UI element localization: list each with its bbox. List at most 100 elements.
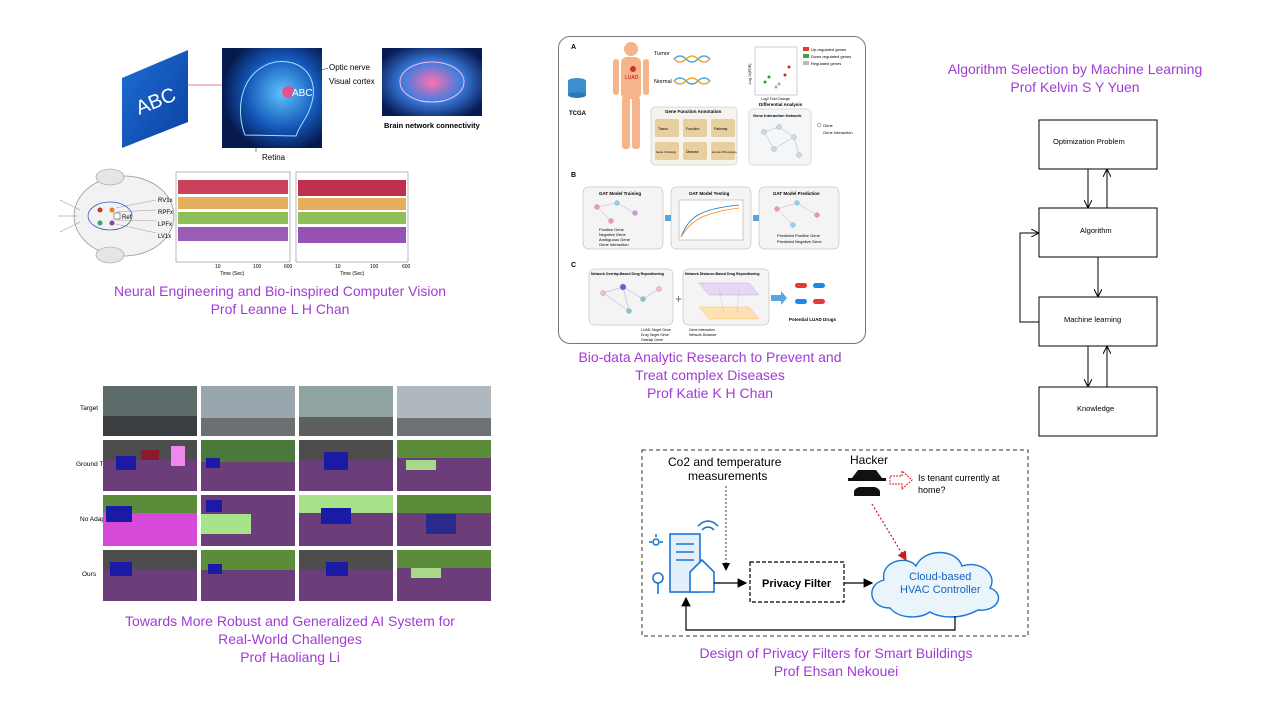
func-pathway: Pathway: [714, 127, 728, 131]
gat-training-title: GAT Model Training: [599, 191, 641, 196]
panel-b-label: B: [571, 172, 576, 179]
tumor-label: Tumor: [654, 51, 670, 57]
bio-caption: Bio-data Analytic Research to Prevent an…: [560, 348, 860, 402]
segmentation-grid: Target Ground Truth No Adapt Ours: [76, 386, 491, 601]
c-legend-luad: LUAD-Target Gene: [641, 328, 671, 332]
bio-figure: A TCGA LUAD Tumor Normal -Log 10(FDR): [568, 42, 853, 342]
tick-left-1: 10: [215, 264, 221, 270]
segmentation-caption: Towards More Robust and Generalized AI S…: [100, 612, 480, 666]
head-image: [222, 48, 322, 148]
hacker-icon: [848, 470, 886, 496]
cloud-controller: [871, 551, 1000, 618]
gene-network-title: Gene Interaction Network: [753, 113, 802, 118]
function-grid: [655, 119, 735, 160]
gat-training-box: [582, 186, 664, 250]
gene-network-box: [748, 108, 812, 166]
c-legend-drug: Drug Target Gene: [641, 333, 669, 337]
box-algorithm: [1038, 207, 1158, 258]
bio-caption-line1: Bio-data Analytic Research to Prevent an…: [578, 349, 842, 365]
neural-engineering-panel: ABC ABC Optic nerve Visual cortex Retina…: [50, 40, 490, 280]
ground-truth-row: [103, 440, 491, 491]
channel-label-4: LV1x: [158, 234, 171, 240]
normal-label: Normal: [654, 79, 672, 85]
privacy-caption-author: Prof Ehsan Nekouei: [773, 663, 899, 679]
cloud-label-line2: HVAC Controller: [900, 584, 981, 596]
train-legend-interaction: Gene Interaction: [599, 242, 629, 247]
distance-title: Network Distance-Based Drug Repositionin…: [685, 272, 759, 276]
segmentation-panel: Target Ground Truth No Adapt Ours: [66, 384, 496, 606]
human-body-icon: [613, 42, 649, 149]
log-fdr-label: -Log 10(FDR): [748, 64, 752, 85]
neural-caption: Neural Engineering and Bio-inspired Comp…: [90, 282, 470, 318]
row-label-no-adapt: No Adapt: [80, 516, 107, 523]
ref-label: Ref: [122, 215, 132, 221]
algorithm-title: Algorithm Selection by Machine Learning …: [920, 60, 1230, 96]
co2-label-line2: measurements: [688, 469, 767, 483]
svg-text:+: +: [675, 292, 682, 306]
gat-testing-title: GAT Model Testing: [689, 191, 730, 196]
algorithm-title-author: Prof Kelvin S Y Yuen: [1010, 79, 1140, 95]
pred-legend-negative: Predicted Negative Gene: [777, 239, 822, 244]
segmentation-caption-line1: Towards More Robust and Generalized AI S…: [125, 613, 455, 629]
no-adapt-row: [103, 495, 491, 546]
bio-caption-author: Prof Katie K H Chan: [646, 385, 774, 401]
abc-retina-text: ABC: [292, 88, 313, 99]
tick-right-2: 100: [370, 264, 379, 270]
visual-cortex-label: Visual cortex: [329, 77, 375, 86]
diff-analysis-label: Differential Analysis: [759, 102, 803, 107]
privacy-diagram: Co2 and temperature measurements Privacy…: [641, 449, 1029, 637]
gene-legend: Gene: [823, 123, 834, 128]
overlap-box: [588, 268, 674, 326]
potential-drugs-label: Potential LUAD Drugs: [789, 317, 836, 322]
hacker-label: Hacker: [850, 453, 888, 467]
legend-regulated: Regulated genes: [811, 61, 841, 66]
smart-building-icon: [649, 520, 719, 594]
row-label-target: Target: [80, 405, 98, 412]
box-optimization-label: Optimization Problem: [1053, 137, 1125, 146]
brain-image: [382, 48, 482, 116]
time-label-right: Time (Sec): [340, 271, 365, 277]
func-human-phenotype: Human Phenotype: [712, 150, 737, 154]
gat-prediction-box: [758, 186, 840, 250]
abc-sign: [122, 50, 188, 148]
mouse-diagram: Ref: [58, 168, 175, 264]
box-algorithm-label: Algorithm: [1080, 226, 1112, 235]
box-knowledge-label: Knowledge: [1077, 404, 1114, 413]
panel-a-label: A: [571, 44, 576, 51]
question-line2: home?: [918, 485, 946, 495]
privacy-caption-title: Design of Privacy Filters for Smart Buil…: [699, 645, 973, 661]
segmentation-caption-author: Prof Haoliang Li: [240, 649, 340, 665]
train-legend-negative: Negative Gene: [599, 232, 626, 237]
signal-traces: [178, 180, 406, 243]
ours-row: [103, 550, 491, 601]
func-gene-ontology: Gene Ontology: [656, 150, 677, 154]
box-machine-learning-label: Machine learning: [1064, 315, 1121, 324]
privacy-filter-box: [749, 561, 845, 603]
privacy-caption: Design of Privacy Filters for Smart Buil…: [660, 644, 1012, 680]
legend-down: Down-regulated genes: [811, 54, 851, 59]
privacy-frame: [641, 449, 1029, 637]
gene-interaction-legend: Gene Interaction: [823, 130, 853, 135]
tick-right-1: 10: [335, 264, 341, 270]
func-disease: Disease: [686, 150, 699, 154]
log-fold-label: Log2 Fold Change: [761, 97, 790, 101]
channel-label-1: RV1x: [158, 198, 173, 204]
tick-left-3: 600: [284, 264, 293, 270]
channel-label-3: LPFx: [158, 222, 172, 228]
func-tissue: Tissue: [658, 127, 668, 131]
train-legend-ambiguous: Ambiguous Gene: [599, 237, 631, 242]
row-label-ours: Ours: [82, 571, 97, 578]
target-row: [103, 386, 491, 436]
segmentation-caption-line2: Real-World Challenges: [218, 631, 362, 647]
tick-right-3: 600: [402, 264, 411, 270]
tcga-database-icon: [568, 78, 586, 98]
bio-panel: A TCGA LUAD Tumor Normal -Log 10(FDR): [558, 36, 866, 344]
tick-left-2: 100: [253, 264, 262, 270]
gene-function-title: Gene Function Annotation: [665, 109, 722, 114]
box-optimization: [1038, 119, 1158, 170]
algorithm-title-line1: Algorithm Selection by Machine Learning: [947, 61, 1203, 77]
neural-figure: ABC ABC Optic nerve Visual cortex Retina…: [58, 48, 482, 277]
channel-label-2: RPFx: [158, 210, 173, 216]
gat-prediction-title: GAT Model Prediction: [773, 191, 820, 196]
neural-caption-title: Neural Engineering and Bio-inspired Comp…: [113, 283, 447, 299]
